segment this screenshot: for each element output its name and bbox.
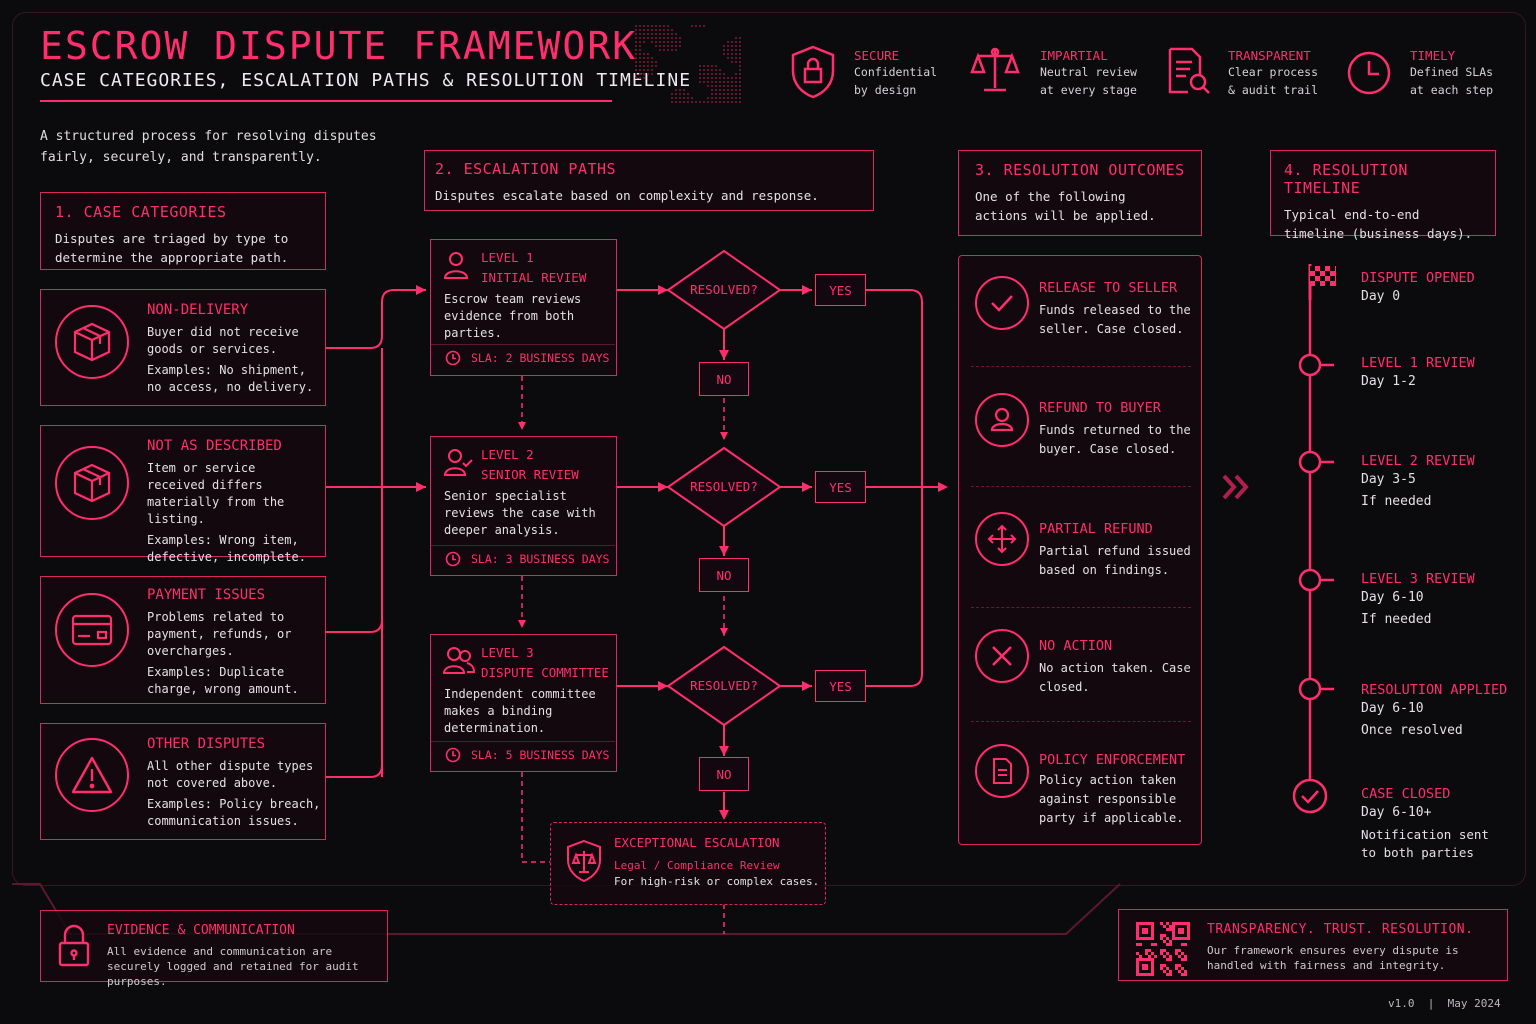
users-group-icon — [442, 645, 476, 679]
outcome-item: PARTIAL REFUND Partial refund issued bas… — [1039, 521, 1191, 577]
title-underline — [40, 100, 612, 102]
shield-lock-icon — [788, 44, 838, 100]
level-3-box[interactable]: LEVEL 3 DISPUTE COMMITTEE Independent co… — [430, 634, 617, 772]
document-icon — [975, 744, 1029, 798]
clock-icon — [445, 350, 461, 370]
timeline-step: RESOLUTION APPLIED Day 6-10 Once resolve… — [1361, 682, 1508, 738]
package-icon — [55, 446, 129, 520]
qr-code-icon — [1136, 922, 1190, 980]
evidence-box: EVIDENCE & COMMUNICATION All evidence an… — [40, 910, 388, 988]
decision-diamond-2 — [666, 446, 782, 528]
pillar-impartial: IMPARTIAL Neutral review at every stage — [1040, 48, 1137, 97]
credit-card-icon — [55, 593, 129, 667]
timeline-step: CASE CLOSED Day 6-10+ Notification sent … — [1361, 786, 1489, 860]
no-box: NO — [699, 362, 749, 396]
chevrons-right-icon — [1220, 470, 1254, 508]
yes-box: YES — [815, 274, 866, 306]
clock-icon — [1346, 50, 1392, 96]
decision-label: RESOLVED? — [690, 678, 758, 693]
clock-icon — [445, 551, 461, 571]
world-map-decoration — [634, 24, 742, 104]
page-subtitle: CASE CATEGORIES, ESCALATION PATHS & RESO… — [40, 70, 692, 91]
escalation-header: 2. ESCALATION PATHS Disputes escalate ba… — [424, 150, 874, 211]
document-search-icon — [1166, 46, 1212, 96]
no-box: NO — [699, 757, 749, 791]
timeline-step: LEVEL 2 REVIEW Day 3-5 If needed — [1361, 453, 1475, 509]
decision-diamond-3 — [666, 645, 782, 727]
outcomes-header: 3. RESOLUTION OUTCOMES One of the follow… — [958, 150, 1202, 236]
category-card[interactable]: PAYMENT ISSUES Problems related to payme… — [40, 576, 326, 704]
timeline-step: LEVEL 3 REVIEW Day 6-10 If needed — [1361, 571, 1475, 627]
pillar-transparent: TRANSPARENT Clear process & audit trail — [1228, 48, 1319, 97]
intro-text: A structured process for resolving dispu… — [40, 129, 377, 165]
timeline-step: DISPUTE OPENED Day 0 — [1361, 270, 1475, 304]
outcome-item: POLICY ENFORCEMENT Policy action taken a… — [1039, 752, 1186, 825]
exceptional-escalation-box[interactable]: EXCEPTIONAL ESCALATION Legal / Complianc… — [550, 822, 826, 905]
categories-header: 1. CASE CATEGORIES Disputes are triaged … — [40, 192, 326, 270]
outcome-item: REFUND TO BUYER Funds returned to the bu… — [1039, 400, 1191, 456]
warning-icon — [55, 738, 129, 812]
timeline-track — [1292, 264, 1336, 814]
check-icon — [975, 276, 1029, 330]
user-icon — [975, 393, 1029, 447]
checkered-flag-icon — [1308, 264, 1336, 300]
category-card[interactable]: NOT AS DESCRIBED Item or service receive… — [40, 425, 326, 564]
outcome-item: RELEASE TO SELLER Funds released to the … — [1039, 280, 1191, 336]
decision-diamond-1 — [666, 249, 782, 331]
pillar-secure: SECURE Confidential by design — [854, 48, 938, 97]
page-title: ESCROW DISPUTE FRAMEWORK — [40, 24, 638, 68]
level-2-box[interactable]: LEVEL 2 SENIOR REVIEW Senior specialist … — [430, 436, 617, 576]
user-icon — [443, 250, 469, 284]
package-icon — [55, 305, 129, 379]
outcomes-panel: RELEASE TO SELLER Funds released to the … — [958, 255, 1202, 845]
user-check-icon — [443, 447, 473, 481]
no-box: NO — [699, 558, 749, 592]
move-arrows-icon — [975, 512, 1029, 566]
timeline-step: LEVEL 1 REVIEW Day 1-2 — [1361, 355, 1475, 389]
level-1-box[interactable]: LEVEL 1 INITIAL REVIEW Escrow team revie… — [430, 239, 617, 376]
yes-box: YES — [815, 670, 866, 702]
clock-icon — [445, 747, 461, 767]
scales-icon — [970, 44, 1020, 96]
shield-scales-icon — [565, 839, 603, 887]
version-label: v1.0 | May 2024 — [1388, 997, 1501, 1010]
trust-box: TRANSPARENCY. TRUST. RESOLUTION. Our fra… — [1118, 909, 1508, 981]
padlock-icon — [57, 923, 91, 973]
decision-label: RESOLVED? — [690, 282, 758, 297]
category-card[interactable]: OTHER DISPUTES All other dispute types n… — [40, 723, 326, 840]
outcome-item: NO ACTION No action taken. Case closed. — [1039, 638, 1191, 694]
timeline-header: 4. RESOLUTION TIMELINE Typical end-to-en… — [1270, 150, 1496, 241]
category-card[interactable]: NON-DELIVERY Buyer did not receive goods… — [40, 289, 326, 406]
decision-label: RESOLVED? — [690, 479, 758, 494]
yes-box: YES — [815, 471, 866, 503]
x-icon — [975, 629, 1029, 683]
pillar-timely: TIMELY Defined SLAs at each step — [1410, 48, 1494, 97]
